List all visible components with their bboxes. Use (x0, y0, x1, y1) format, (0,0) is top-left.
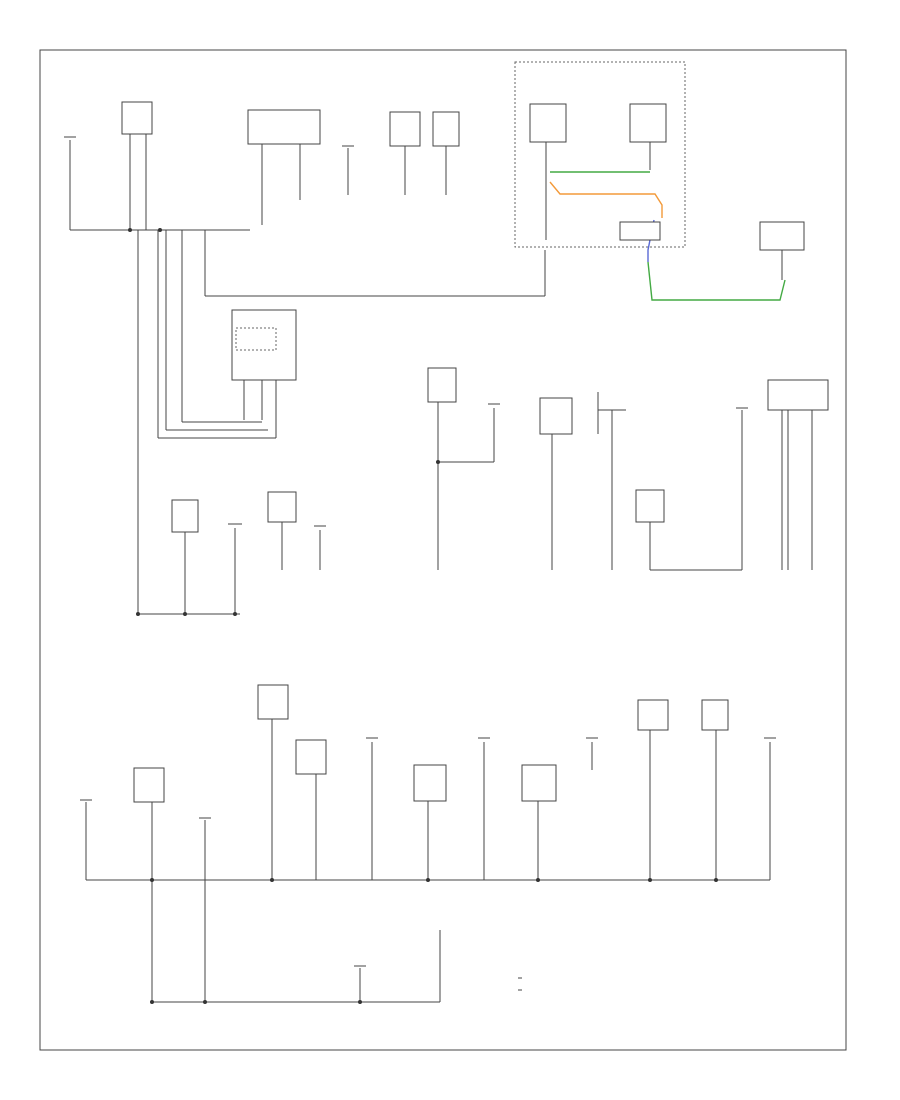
switch-box (637, 699, 669, 731)
middle-section (136, 230, 829, 616)
module-box (759, 221, 805, 251)
sensor-box (413, 764, 447, 802)
switch-box (701, 699, 729, 731)
switch-box (267, 491, 297, 523)
splice-node (536, 878, 540, 882)
module-box (247, 109, 321, 145)
sensor-box (427, 367, 457, 403)
module-box (767, 379, 829, 411)
orange-wire (549, 181, 663, 218)
switch-box (432, 111, 460, 147)
splice-node (270, 878, 274, 882)
splice-node (183, 612, 187, 616)
module-box (619, 221, 661, 241)
switch-box (171, 499, 199, 533)
module-box (231, 309, 297, 381)
module-box (529, 103, 567, 143)
sensor-box (521, 764, 557, 802)
splice-node (714, 878, 718, 882)
control-module-box (121, 101, 153, 135)
switch-box (389, 111, 421, 147)
switch-box (295, 739, 327, 775)
splice-node (358, 1000, 362, 1004)
splice-node (150, 878, 154, 882)
splice-node (426, 878, 430, 882)
splice-node (136, 612, 140, 616)
splice-node (436, 460, 440, 464)
module-inner (235, 327, 277, 351)
transmission-sub-frame (514, 61, 686, 248)
top-section (64, 61, 805, 301)
diagram-border (39, 49, 847, 1051)
module-box (629, 103, 667, 143)
splice-node (648, 878, 652, 882)
splice-node (128, 228, 132, 232)
module-box (133, 767, 165, 803)
switch-box (539, 397, 573, 435)
splice-node (203, 1000, 207, 1004)
sensor-box (635, 489, 665, 523)
splice-node (158, 228, 162, 232)
splice-node (150, 1000, 154, 1004)
bottom-section (80, 684, 776, 1004)
module-box (257, 684, 289, 720)
splice-node (233, 612, 237, 616)
green-wire (647, 261, 786, 301)
